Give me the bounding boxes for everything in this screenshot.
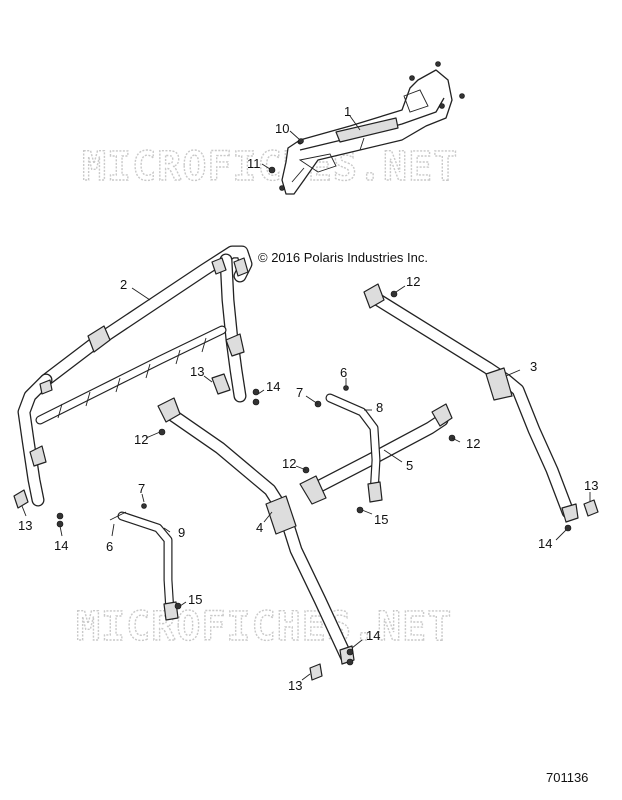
callout-12-b: 12 — [134, 432, 148, 447]
part-10-screw — [298, 138, 304, 144]
callout-7-b: 7 — [138, 481, 145, 496]
callout-9: 9 — [178, 525, 185, 540]
callout-13-c: 13 — [18, 518, 32, 533]
part-8-bent-tube — [325, 393, 383, 503]
callout-12-a: 12 — [406, 274, 420, 289]
watermark-top: MICROFICHES.NET — [82, 144, 458, 190]
part-11-nut — [268, 166, 276, 174]
callout-14-a: 14 — [266, 379, 280, 394]
callout-13-d: 13 — [288, 678, 302, 693]
callout-2: 2 — [120, 277, 127, 292]
callout-11: 11 — [247, 156, 261, 171]
callout-7-a: 7 — [296, 385, 303, 400]
callout-labels: 1 10 11 2 12 3 13 14 6 7 8 12 12 12 5 7 … — [18, 104, 598, 693]
callout-14-d: 14 — [366, 628, 380, 643]
callout-14-c: 14 — [54, 538, 68, 553]
part-2-front-frame — [17, 245, 253, 507]
callout-13-a: 13 — [190, 364, 204, 379]
callout-6-b: 6 — [106, 539, 113, 554]
callout-13-b: 13 — [584, 478, 598, 493]
callout-1: 1 — [344, 104, 351, 119]
callout-10: 10 — [275, 121, 289, 136]
callout-12-d: 12 — [282, 456, 296, 471]
callout-12-c: 12 — [466, 436, 480, 451]
callout-14-b: 14 — [538, 536, 552, 551]
part-9-bent-tube — [117, 511, 179, 621]
callout-6-a: 6 — [340, 365, 347, 380]
part-5-cross-brace — [299, 403, 453, 505]
callout-15-b: 15 — [188, 592, 202, 607]
copyright-notice: © 2016 Polaris Industries Inc. — [258, 250, 428, 265]
part-3-right-support — [363, 283, 579, 523]
callout-3: 3 — [530, 359, 537, 374]
callout-4: 4 — [256, 520, 263, 535]
callout-5: 5 — [406, 458, 413, 473]
part-1-rear-panel — [279, 61, 465, 195]
leader-lines — [21, 285, 591, 681]
watermark-bottom: MICROFICHES.NET — [76, 604, 452, 650]
callout-8: 8 — [376, 400, 383, 415]
figure-number: 701136 — [546, 770, 588, 785]
callout-15-a: 15 — [374, 512, 388, 527]
